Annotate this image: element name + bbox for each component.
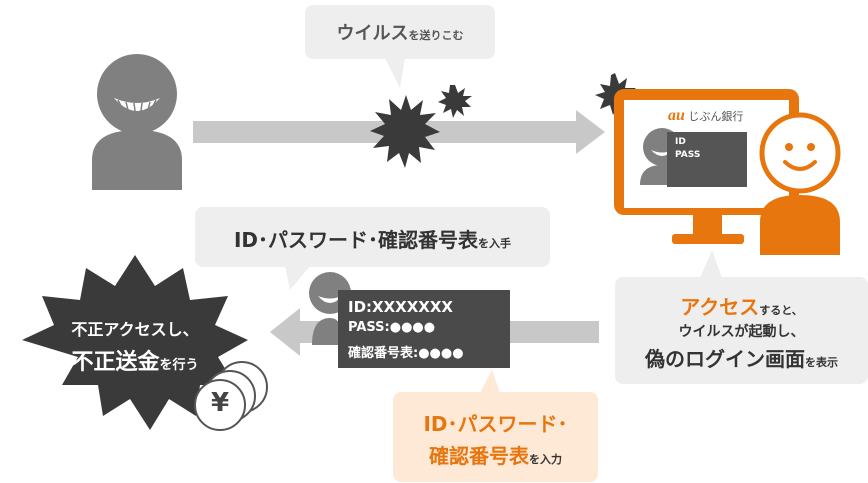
bubble-access-l3-main: 偽のログイン画面: [645, 347, 805, 371]
cred-pass: PASS:●●●●: [348, 320, 436, 335]
fraud-l2-suffix: を行う: [159, 358, 199, 373]
bubble-input-tail: [480, 370, 500, 393]
bubble-enter-credentials: ID･パスワード･ 確認番号表を入力: [393, 392, 598, 482]
bubble-access-l3-suffix: を表示: [805, 356, 838, 369]
bubble-steal-tail: [285, 266, 310, 290]
virus-icon-small: [438, 85, 472, 118]
fake-login-form: ID PASS: [667, 132, 747, 187]
cred-id: ID:XXXXXXX: [348, 298, 453, 316]
stolen-credentials-panel: ID:XXXXXXX PASS:●●●● 確認番号表:●●●●: [338, 290, 510, 368]
attacker-icon-small: [309, 272, 351, 345]
bank-name: じぶん銀行: [688, 110, 744, 123]
bubble-send-virus: ウイルスを送りこむ: [305, 5, 495, 59]
coin-icon: [194, 361, 268, 431]
bubble-steal-suffix: を入手: [478, 237, 512, 250]
bubble-access-l2: ウイルスが起動し、: [678, 324, 805, 340]
login-pass-label: PASS: [675, 150, 701, 160]
fraud-l2-main: 不正送金: [71, 350, 160, 375]
yen-symbol: ¥: [210, 388, 230, 418]
bank-au-logo: au: [668, 107, 685, 124]
bubble-input-l2-suffix: を入力: [529, 453, 562, 466]
bubble-virus-tail: [385, 58, 405, 88]
bubble-access-l1-main: アクセス: [680, 295, 760, 319]
virus-icon-large: [370, 95, 440, 168]
login-id-label: ID: [675, 137, 686, 147]
fraud-starburst: [22, 255, 248, 430]
bubble-fake-login: アクセスすると、 ウイルスが起動し、 偽のログイン画面を表示: [615, 277, 868, 384]
fraud-caption: 不正アクセスし、 不正送金を行う: [20, 316, 250, 376]
bubble-virus-suffix: を送りこむ: [408, 29, 464, 42]
bubble-input-l2-main: 確認番号表: [429, 444, 529, 468]
user-icon: [759, 112, 841, 255]
bubble-steal-main: ID･パスワード･確認番号表: [233, 228, 479, 252]
bubble-virus-main: ウイルス: [336, 23, 409, 44]
cred-card: 確認番号表:●●●●: [348, 346, 464, 361]
bubble-access-l1-suffix: すると、: [759, 304, 803, 317]
attacker-icon: [92, 54, 182, 190]
bank-brand: au じぶん銀行: [668, 107, 743, 125]
bubble-obtain-credentials: ID･パスワード･確認番号表を入手: [195, 207, 550, 267]
bubble-access-tail: [700, 250, 722, 278]
bubble-input-l1: ID･パスワード･: [423, 412, 568, 436]
fraud-l1: 不正アクセスし、: [71, 320, 199, 339]
